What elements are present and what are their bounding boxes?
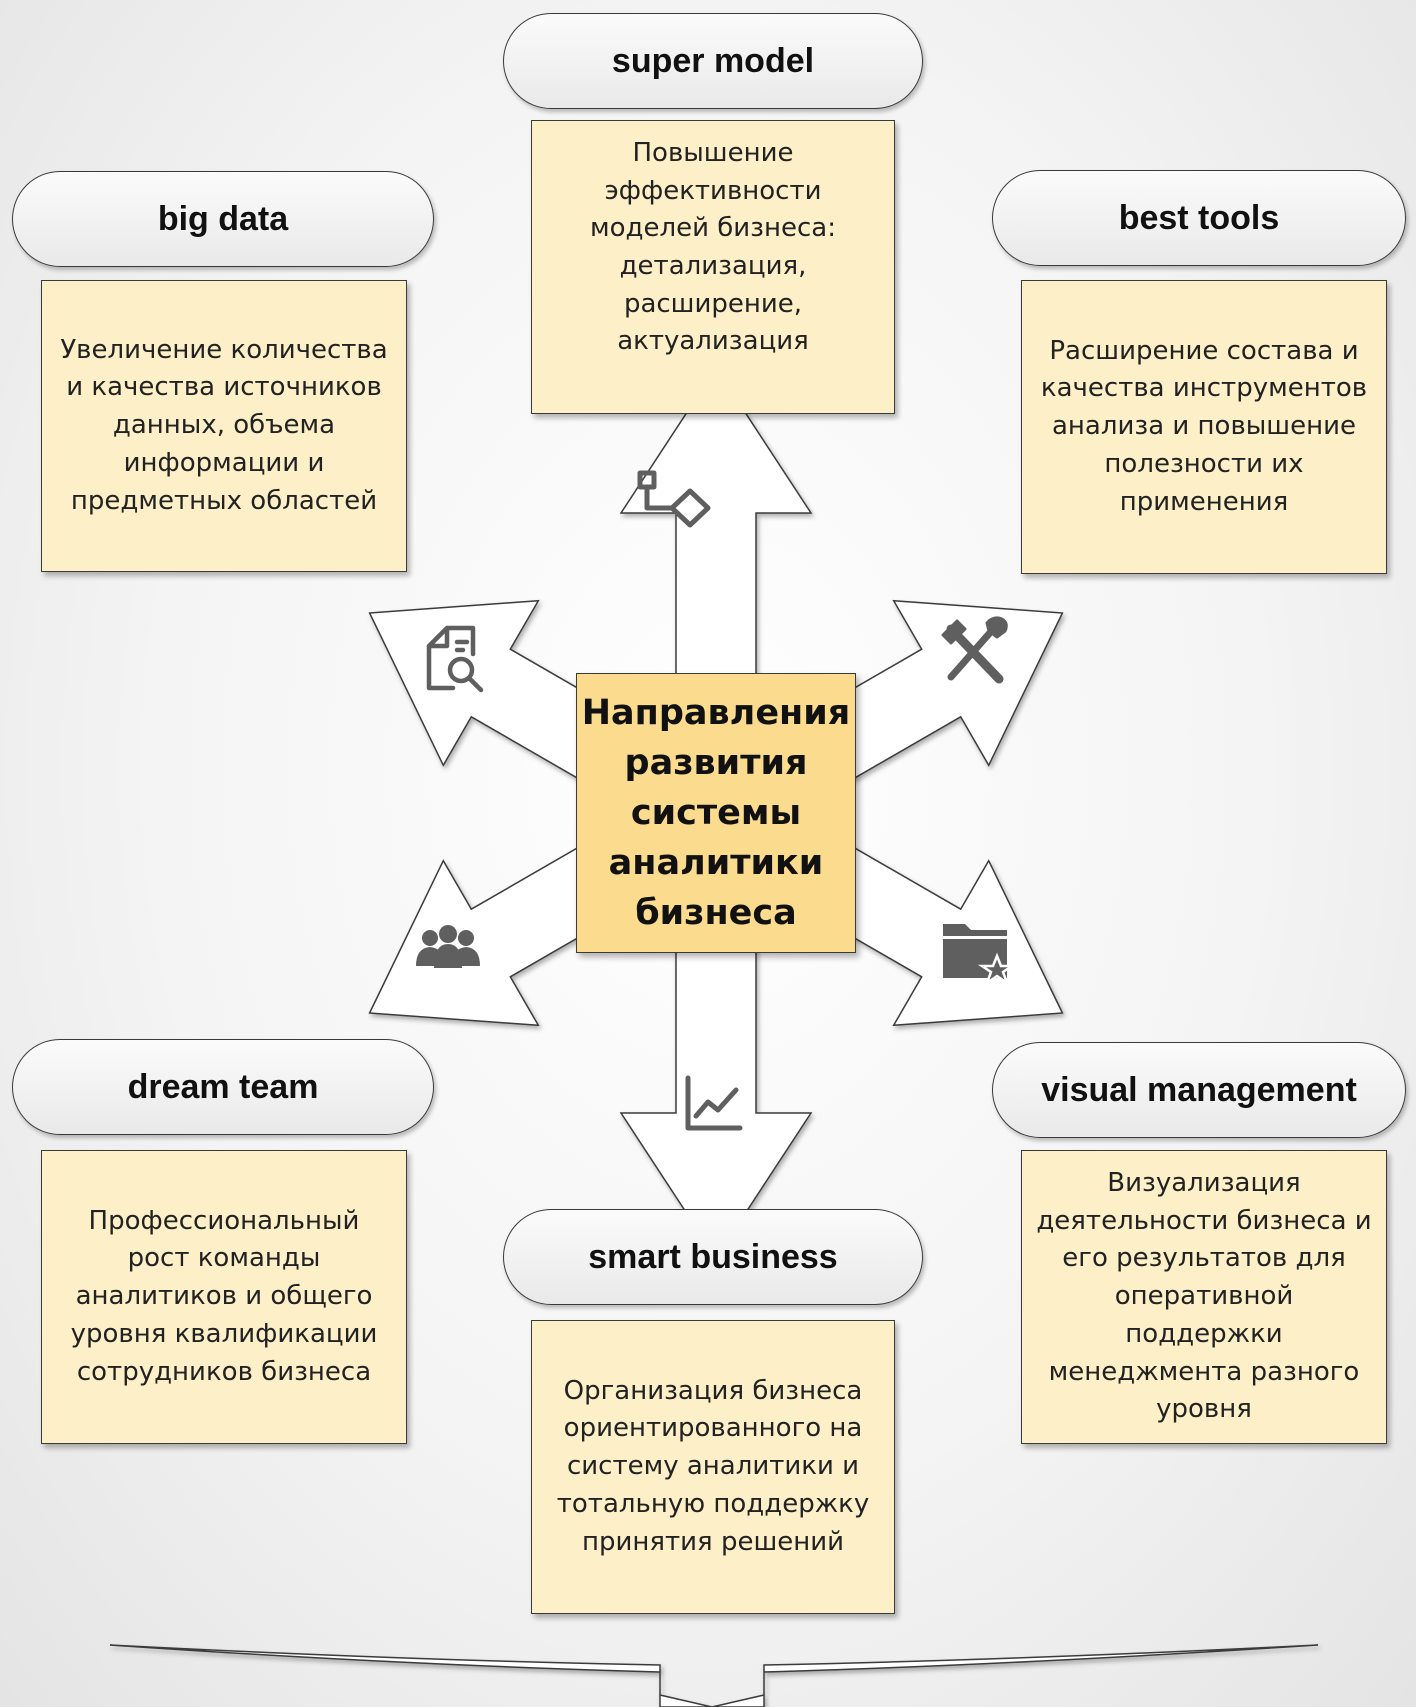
- card-dream-team: Профессиональный рост команды аналитиков…: [41, 1150, 407, 1444]
- card-visual-management: Визуализация деятельности бизнеса и его …: [1021, 1150, 1387, 1444]
- pill-dream-team: dream team: [12, 1039, 434, 1135]
- pill-best-tools: best tools: [992, 170, 1406, 266]
- flowchart-icon: [637, 470, 711, 528]
- pill-super-model: super model: [503, 13, 923, 109]
- people-group-icon: [416, 925, 480, 968]
- card-big-data: Увеличение количества и качества источни…: [41, 280, 407, 572]
- center-title: Направления развития системы аналитики б…: [576, 673, 856, 953]
- bottom-brace-arrow: [109, 1644, 1319, 1707]
- pill-big-data: big data: [12, 171, 434, 267]
- card-smart-business: Организация бизнеса ориентированного на …: [531, 1320, 895, 1614]
- card-super-model: Повышение эффективности моделей бизнеса:…: [531, 120, 895, 414]
- card-best-tools: Расширение состава и качества инструмент…: [1021, 280, 1387, 574]
- folder-star-icon: [943, 924, 1017, 987]
- document-search-icon: [426, 625, 484, 693]
- pill-visual-management: visual management: [992, 1042, 1406, 1138]
- pill-smart-business: smart business: [503, 1209, 923, 1305]
- tools-icon: [941, 616, 1008, 684]
- line-chart-icon: [685, 1075, 743, 1131]
